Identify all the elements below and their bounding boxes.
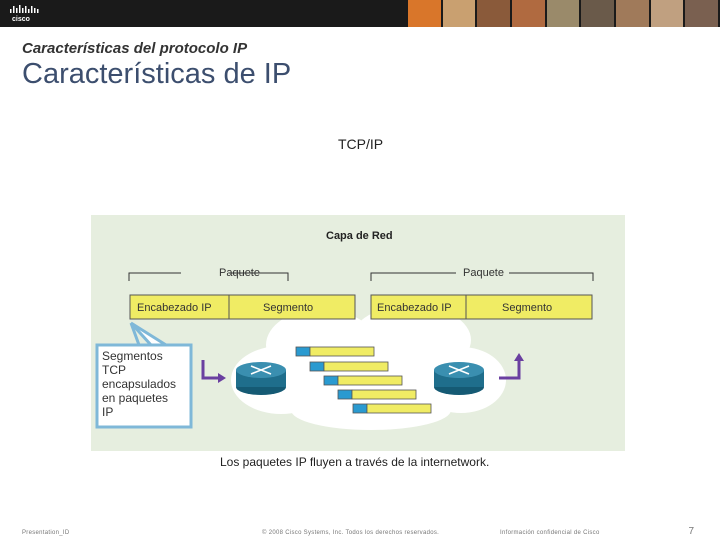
photo-2 <box>442 0 476 27</box>
packet-label-right: Paquete <box>463 267 504 279</box>
ip-header-left-text: Encabezado IP <box>137 302 212 314</box>
photo-8 <box>650 0 684 27</box>
packet-2-body <box>323 361 389 372</box>
callout-text: Segmentos TCP encapsulados en paquetes I… <box>102 349 179 419</box>
ip-header-right-text: Encabezado IP <box>377 302 452 314</box>
callout-box <box>95 321 193 429</box>
footer-copyright: © 2008 Cisco Systems, Inc. Todos los der… <box>262 530 440 536</box>
photo-strip <box>408 0 720 27</box>
packet-4-body <box>351 389 417 400</box>
router-left-icon <box>236 362 286 395</box>
layer-label: Capa de Red <box>326 230 393 242</box>
cisco-logo-text: cisco <box>12 16 30 23</box>
network-diagram: Capa de Red Paquete Encabezado IP Segmen… <box>95 230 594 430</box>
packet-1-body <box>309 346 375 357</box>
arrow-into-network-head <box>218 373 226 383</box>
packet-1-header <box>295 346 311 357</box>
footer-confidential: Información confidencial de Cisco <box>500 530 600 536</box>
photo-4 <box>512 0 545 27</box>
photo-1 <box>408 0 441 27</box>
packet-bracket-left <box>128 272 289 281</box>
packet-label-left: Paquete <box>219 267 260 279</box>
callout-line-4: en paquetes <box>102 391 168 405</box>
page-number: 7 <box>688 526 694 537</box>
ip-header-right <box>370 294 467 320</box>
callout-line-2: TCP <box>102 363 126 377</box>
header-bar: cisco <box>0 0 720 27</box>
segment-left <box>228 294 356 320</box>
segment-right <box>465 294 593 320</box>
callout-line-3: encapsulados <box>102 377 176 391</box>
photo-6 <box>581 0 615 27</box>
router-right-icon <box>434 362 484 395</box>
segment-right-text: Segmento <box>502 302 552 314</box>
packet-5-body <box>366 403 432 414</box>
arrow-out-network-icon <box>499 360 521 380</box>
flowing-packets <box>295 346 432 414</box>
photo-7 <box>616 0 649 27</box>
photo-9 <box>685 0 719 27</box>
packet-4-header <box>337 389 353 400</box>
diagram-caption: Los paquetes IP fluyen a través de la in… <box>220 455 490 469</box>
cisco-logo: cisco <box>10 5 39 23</box>
network-layer-panel: Capa de Red Paquete Encabezado IP Segmen… <box>91 215 625 451</box>
section-title: Características del protocolo IP <box>22 40 248 57</box>
callout-line-5: IP <box>102 405 113 419</box>
packet-3-body <box>337 375 403 386</box>
slide-title: Características de IP <box>22 58 292 90</box>
packet-5-header <box>352 403 368 414</box>
photo-3 <box>477 0 511 27</box>
footer-presentation-id: Presentation_ID <box>22 530 70 536</box>
packet-bracket-right <box>370 272 594 281</box>
photo-5 <box>546 0 580 27</box>
arrow-into-network-icon <box>201 360 219 380</box>
callout-line-1: Segmentos <box>102 349 163 363</box>
segment-left-text: Segmento <box>263 302 313 314</box>
packet-2-header <box>309 361 325 372</box>
packet-3-header <box>323 375 339 386</box>
diagram-heading: TCP/IP <box>338 136 384 152</box>
arrow-out-network-head <box>514 353 524 361</box>
